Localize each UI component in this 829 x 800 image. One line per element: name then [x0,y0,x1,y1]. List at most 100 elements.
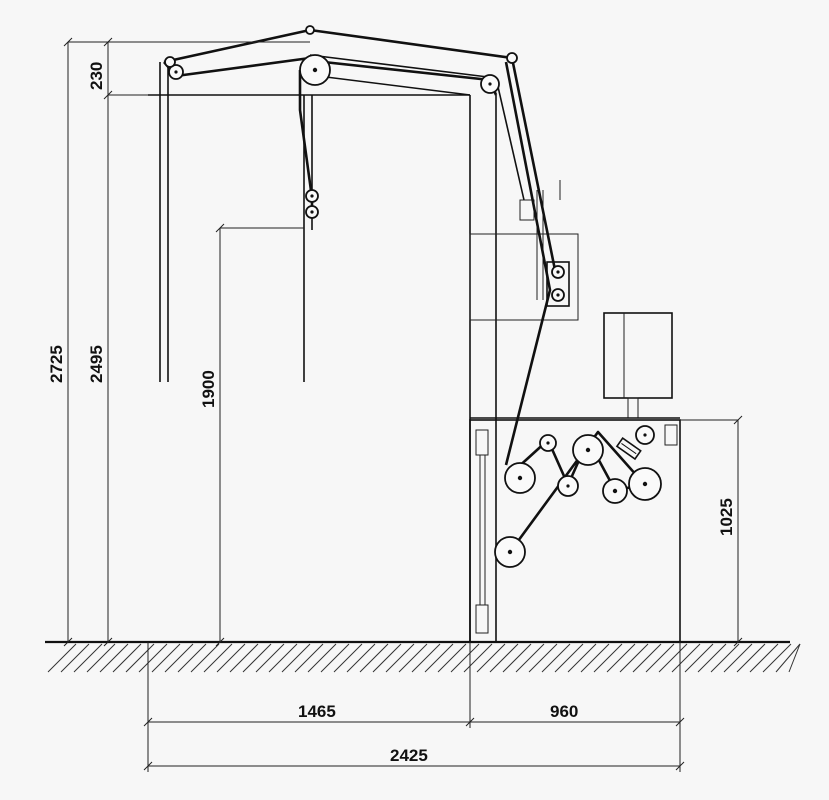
hatch-stroke [138,643,168,673]
hatch-stroke [320,643,350,673]
hatch-stroke [775,643,801,673]
cylinder-bottom-block [475,604,489,634]
hatch-stroke [788,643,801,673]
dim-2495-label: 2495 [87,345,106,383]
hatch-stroke [411,643,441,673]
dim-1465-label: 1465 [298,702,336,721]
roller-center-dot [643,433,647,437]
hatch-stroke [515,643,545,673]
dim-2495-bottom-tick [103,637,113,647]
left-swing-roller-2 [164,56,176,68]
dim-960-right-tick [675,717,685,727]
hatch-stroke [372,643,402,673]
roller-center-dot [312,67,318,73]
floor-hatching [47,643,801,673]
roller-center-dot [546,441,550,445]
cutting-knife [615,437,642,461]
dim-2425-left-tick [143,761,153,771]
hatch-stroke [710,643,740,673]
hatch-stroke [307,643,337,673]
dim-2425-label: 2425 [390,746,428,765]
hatch-stroke [489,643,519,673]
hatch-stroke [73,643,103,673]
hatch-stroke [658,643,688,673]
hatch-stroke [541,643,571,673]
support-frame [148,54,525,642]
hatch-stroke [567,643,597,673]
hatch-stroke [723,643,753,673]
hatch-stroke [242,643,272,673]
hatch-stroke [203,643,233,673]
dim-1900-label: 1900 [199,370,218,408]
hatch-stroke [398,643,428,673]
dim-1025-bottom-tick [733,637,743,647]
hatch-stroke [580,643,610,673]
hatch-stroke [645,643,675,673]
hatch-stroke [177,643,207,673]
roller-center-dot [174,70,178,74]
hatch-stroke [450,643,480,673]
roller-center-dot [612,488,618,494]
control-cabinet-post [627,397,639,419]
dim-2725-label: 2725 [47,345,66,383]
hatch-stroke [268,643,298,673]
roller-center-dot [642,481,648,487]
roller-center-dot [310,210,314,214]
boom-upper-edge [309,54,497,79]
control-box [603,312,673,419]
roller-center-dot [556,270,560,274]
hatch-stroke [151,643,181,673]
control-cabinet [603,312,673,399]
hatch-stroke [554,643,584,673]
hatch-stroke [593,643,623,673]
hatch-stroke [346,643,376,673]
hatch-stroke [437,643,467,673]
dim-960-label: 960 [550,702,578,721]
dim-1025-top-tick [733,415,743,425]
hatch-stroke [333,643,363,673]
dim-1025-label: 1025 [717,498,736,536]
hatch-stroke [60,643,90,673]
roller-center-dot [566,484,570,488]
dancer-carriage [546,261,570,307]
dim-2725-bottom-tick [63,637,73,647]
hatch-stroke [359,643,389,673]
hatch-stroke [229,643,259,673]
hatch-stroke [606,643,636,673]
hatch-stroke [86,643,116,673]
hatch-stroke [216,643,246,673]
boom-tip-pulley [506,52,518,64]
web-path [163,28,647,553]
hatch-stroke [671,643,701,673]
hatch-stroke [632,643,662,673]
hatch-stroke [749,643,779,673]
hatch-stroke [112,643,142,673]
dim-230-top-tick [103,37,113,47]
hatch-stroke [190,643,220,673]
dim-1900-top-tick [215,223,225,233]
top-pulley [305,25,315,35]
hatch-stroke [99,643,129,673]
hatch-stroke [476,643,506,673]
cabinet-body [469,419,681,643]
hatch-stroke [164,643,194,673]
rollers [164,25,662,568]
hatch-stroke [762,643,792,673]
roller-center-dot [585,447,591,453]
cutter-housing [664,424,678,446]
dim-2425-right-tick [675,761,685,771]
hatch-stroke [424,643,454,673]
hatch-stroke [125,643,155,673]
hatch-stroke [697,643,727,673]
hatch-stroke [294,643,324,673]
roller-center-dot [556,293,560,297]
boom-outer-edge [495,77,525,201]
hatch-stroke [684,643,714,673]
hatch-stroke [281,643,311,673]
boom-lower-edge [309,74,471,96]
dim-1900-bottom-tick [215,637,225,647]
dim-2725-top-tick [63,37,73,47]
roller-center-dot [310,194,314,198]
roller-centers [174,67,648,555]
